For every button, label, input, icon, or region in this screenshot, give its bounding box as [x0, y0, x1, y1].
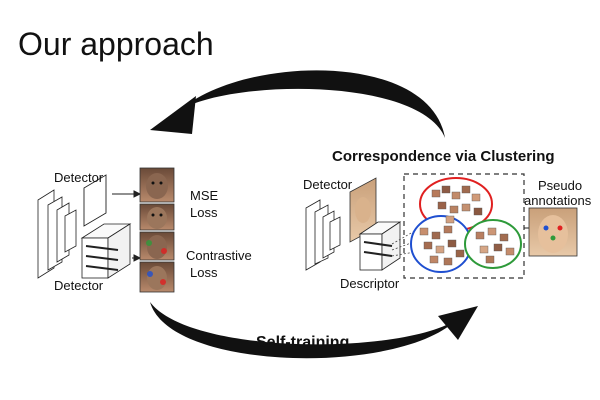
pseudo-annotated-face: [528, 207, 578, 257]
slide-title: Our approach: [18, 26, 214, 62]
left-detector-top-label: Detector: [54, 170, 104, 185]
left-detector-network: [37, 189, 77, 279]
right-descriptor-cube: [358, 221, 402, 271]
contrastive-loss-label-line1: Contrastive: [186, 248, 252, 263]
pseudo-annotations-label-line2: annotations: [524, 193, 592, 208]
contrastive-loss-label-line2: Loss: [190, 265, 218, 280]
left-descriptor-cube: [80, 223, 132, 279]
clustering-heading: Correspondence via Clustering: [332, 148, 555, 165]
pseudo-annotations-label-line1: Pseudo: [538, 178, 583, 193]
cluster-box: [403, 173, 525, 279]
cluster-patches: [419, 185, 515, 266]
right-detector-label: Detector: [303, 177, 353, 192]
mse-face-pair: [139, 167, 175, 231]
left-arrows: [112, 190, 142, 262]
right-detector-network: [305, 199, 341, 271]
top-cycle-arrow: [150, 70, 445, 138]
descriptor-label: Descriptor: [340, 276, 400, 291]
contrastive-face-pair: [139, 231, 175, 293]
cluster-blue: [410, 215, 472, 273]
mse-loss-label-line1: MSE: [190, 188, 219, 203]
left-detector-plane: [83, 174, 107, 227]
left-detector-bottom-label: Detector: [54, 278, 104, 293]
bottom-cycle-arrow: [150, 302, 478, 359]
self-training-label: Self-training: [256, 334, 350, 351]
mse-loss-label-line2: Loss: [190, 205, 218, 220]
